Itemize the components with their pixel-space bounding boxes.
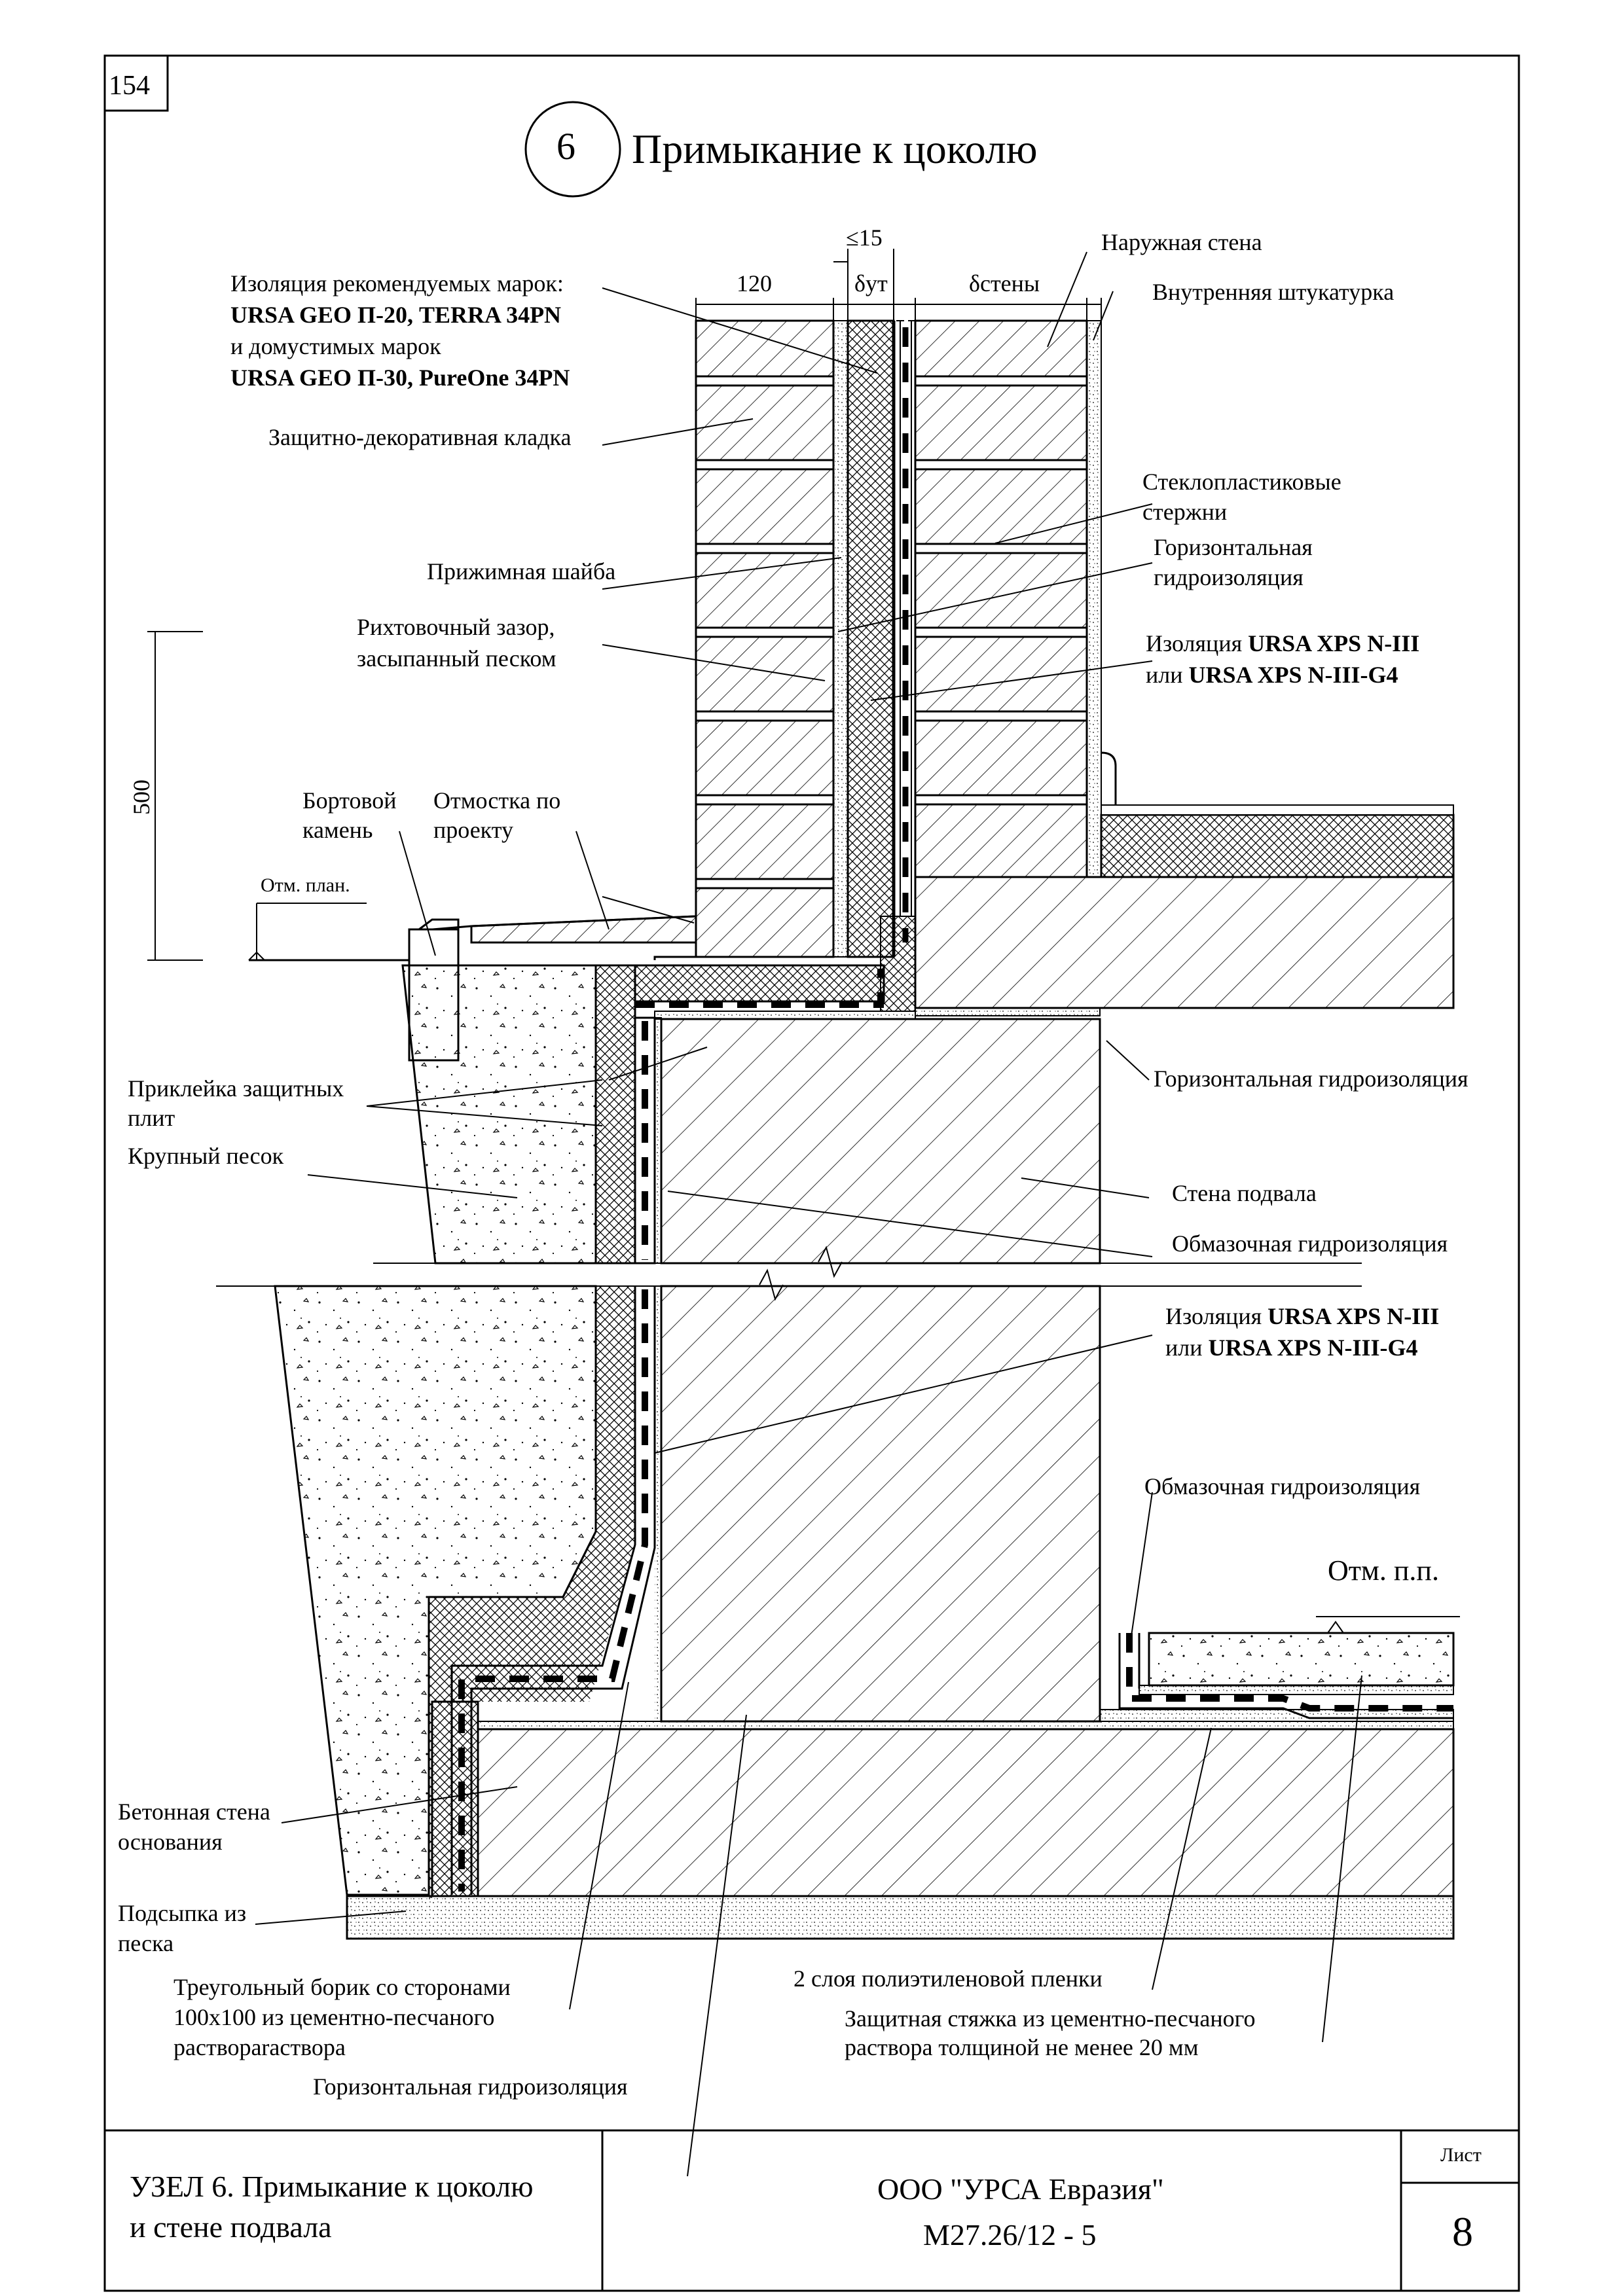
label-insulation-brands-2: URSA GEO П-20, TERRA 34PN <box>230 302 562 328</box>
label-insulation-brands-4: URSA GEO П-30, PureOne 34PN <box>230 365 570 391</box>
label-glue-1: Приклейка защитных <box>128 1075 344 1102</box>
label-inner-plaster: Внутренняя штукатурка <box>1152 279 1395 305</box>
label-pe-film: 2 слоя полиэтиленовой пленки <box>793 1965 1103 1992</box>
label-horiz-hydro-full: Горизонтальная гидроизоляция <box>1154 1066 1468 1092</box>
tb-company: ООО "УРСА Евразия" <box>877 2172 1164 2206</box>
drawing-title: Примыкание к цоколю <box>632 126 1038 172</box>
label-gap-2: засыпанный песком <box>357 645 556 672</box>
label-decor-masonry: Защитно-декоративная кладка <box>268 424 572 450</box>
outer-wall <box>914 319 1088 878</box>
label-fillet-2: 100x100 из цементно-песчаного <box>173 2004 495 2030</box>
label-curb-1: Бортовой <box>302 787 397 814</box>
label-glass-rods-2: стержни <box>1142 499 1228 525</box>
label-glass-rods-1: Стеклопластиковые <box>1142 469 1341 495</box>
node-number: 6 <box>556 125 575 168</box>
decor-brick-wall <box>695 319 835 958</box>
tb-sheet-label: Лист <box>1440 2144 1482 2166</box>
label-screed-2: раствора толщиной не менее 20 мм <box>845 2034 1199 2060</box>
label-xps2-1a: Изоляция <box>1165 1303 1268 1329</box>
label-xps1-2b: URSA XPS N-III-G4 <box>1188 662 1398 688</box>
label-pressure-washer: Прижимная шайба <box>427 558 616 584</box>
dim-d-ut: δут <box>854 270 888 296</box>
label-insulation-brands-3: и домустимых марок <box>230 333 441 359</box>
label-horiz-hydro-bottom: Горизонтальная гидроизоляция <box>313 2073 628 2100</box>
label-plan-level: Отм. план. <box>261 874 350 896</box>
label-xps2-2: или URSA XPS N-III-G4 <box>1165 1336 1418 1359</box>
label-otmostka-2: проекту <box>433 817 513 843</box>
dim-d-wall: δстены <box>969 270 1040 296</box>
label-fillet-1: Треугольный борик со сторонами <box>173 1974 511 2000</box>
label-xps1-2a: или <box>1146 662 1189 688</box>
label-xps1-2: или URSA XPS N-III-G4 <box>1146 663 1398 687</box>
tb-node-title-1: УЗЕЛ 6. Примыкание к цоколю <box>130 2170 534 2203</box>
label-glue-2: плит <box>128 1105 175 1131</box>
dim-120: 120 <box>737 270 772 296</box>
label-horiz-hydro-2: гидроизоляция <box>1154 564 1304 590</box>
dim-15: ≤15 <box>846 224 883 251</box>
label-curb-2: камень <box>302 817 373 843</box>
label-otmostka-1: Отмостка по <box>433 787 561 814</box>
label-coating-hydro-1: Обмазочная гидроизоляция <box>1172 1230 1448 1257</box>
label-basement-wall: Стена подвала <box>1172 1180 1317 1206</box>
label-coating-hydro-2: Обмазочная гидроизоляция <box>1144 1473 1421 1499</box>
label-xps2-1b: URSA XPS N-III <box>1267 1303 1440 1329</box>
label-sand-fill-2: песка <box>118 1930 174 1956</box>
tb-doc-code: М27.26/12 - 5 <box>923 2218 1097 2251</box>
tb-node-title-2: и стене подвала <box>130 2210 332 2244</box>
label-floor-level: Отм. п.п. <box>1328 1554 1439 1587</box>
label-xps2-2b: URSA XPS N-III-G4 <box>1208 1335 1418 1361</box>
label-gap-1: Рихтовочный зазор, <box>357 614 555 640</box>
label-concrete-wall-1: Бетонная стена <box>118 1799 270 1825</box>
label-xps2-1: Изоляция URSA XPS N-III <box>1165 1304 1439 1328</box>
label-fillet-3: раствораraствора <box>173 2034 346 2060</box>
tb-sheet-number: 8 <box>1452 2208 1473 2255</box>
label-screed-1: Защитная стяжка из цементно-песчаного <box>845 2005 1256 2032</box>
label-coarse-sand: Крупный песок <box>128 1143 284 1169</box>
label-xps2-2a: или <box>1165 1335 1209 1361</box>
label-xps1-1a: Изоляция <box>1146 630 1249 656</box>
label-xps1-1: Изоляция URSA XPS N-III <box>1146 632 1419 655</box>
page-number: 154 <box>109 71 150 101</box>
label-outer-wall: Наружная стена <box>1101 229 1262 255</box>
label-concrete-wall-2: основания <box>118 1829 223 1855</box>
label-horiz-hydro-1: Горизонтальная <box>1154 534 1313 560</box>
label-xps1-1b: URSA XPS N-III <box>1248 630 1420 656</box>
label-sand-fill-1: Подсыпка из <box>118 1900 247 1926</box>
dim-500: 500 <box>128 780 155 815</box>
label-insulation-brands-1: Изоляция рекомендуемых марок: <box>230 270 564 296</box>
